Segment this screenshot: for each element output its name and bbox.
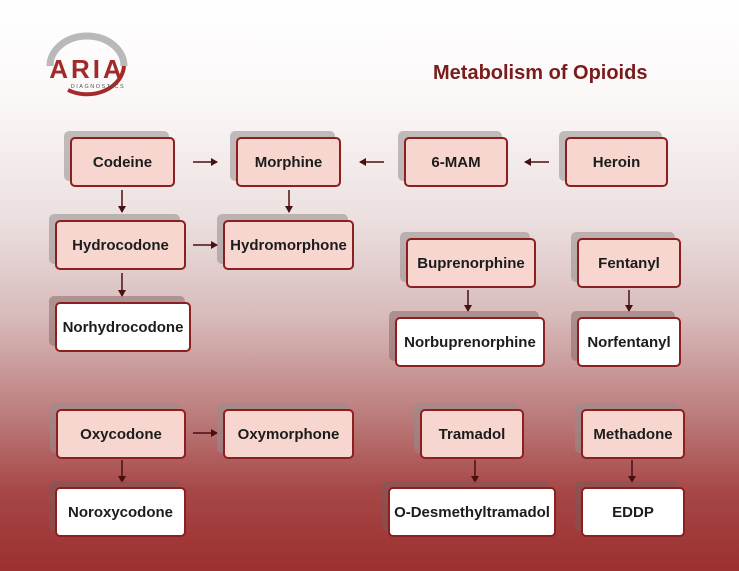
logo-subtitle: DIAGNOSTICS (71, 84, 125, 90)
node-fentanyl: Fentanyl (577, 238, 681, 288)
logo-brand: ARIA (49, 54, 125, 84)
node-oxycodone: Oxycodone (56, 409, 186, 459)
node-6mam: 6-MAM (404, 137, 508, 187)
node-norhydrocodone: Norhydrocodone (55, 302, 191, 352)
node-codeine: Codeine (70, 137, 175, 187)
node-norbuprenorphine: Norbuprenorphine (395, 317, 545, 367)
aria-diagnostics-logo: ARIA DIAGNOSTICS (46, 32, 128, 97)
node-eddp: EDDP (581, 487, 685, 537)
node-hydromorphone: Hydromorphone (223, 220, 354, 270)
node-methadone: Methadone (581, 409, 685, 459)
node-noroxycodone: Noroxycodone (55, 487, 186, 537)
node-tramadol: Tramadol (420, 409, 524, 459)
node-norfentanyl: Norfentanyl (577, 317, 681, 367)
node-hydrocodone: Hydrocodone (55, 220, 186, 270)
node-oxymorphone: Oxymorphone (223, 409, 354, 459)
node-morphine: Morphine (236, 137, 341, 187)
node-heroin: Heroin (565, 137, 668, 187)
page-title: Metabolism of Opioids (433, 62, 648, 84)
node-odesmethyltramadol: O-Desmethyltramadol (388, 487, 556, 537)
node-buprenorphine: Buprenorphine (406, 238, 536, 288)
